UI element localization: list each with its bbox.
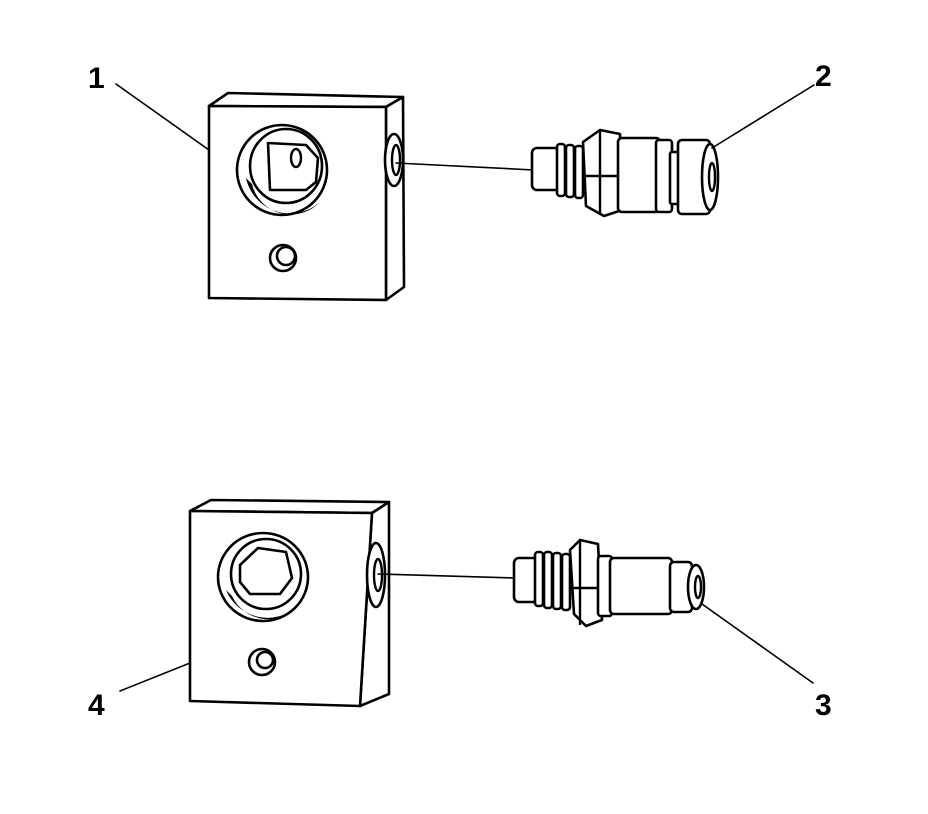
lower-assembly-line <box>377 573 517 579</box>
leader-line-1 <box>115 83 210 151</box>
callout-1: 1 <box>88 62 105 95</box>
lower-fitting <box>512 538 706 628</box>
upper-adapter-block <box>207 91 406 302</box>
upper-assembly-line <box>395 162 535 171</box>
leader-line-4 <box>119 662 191 692</box>
lower-adapter-block <box>188 498 391 708</box>
callout-2: 2 <box>815 60 832 93</box>
upper-fitting <box>530 128 720 218</box>
callout-4: 4 <box>88 689 105 722</box>
leader-line-2 <box>711 84 815 149</box>
leader-line-3 <box>701 603 814 684</box>
callout-3: 3 <box>815 689 832 722</box>
